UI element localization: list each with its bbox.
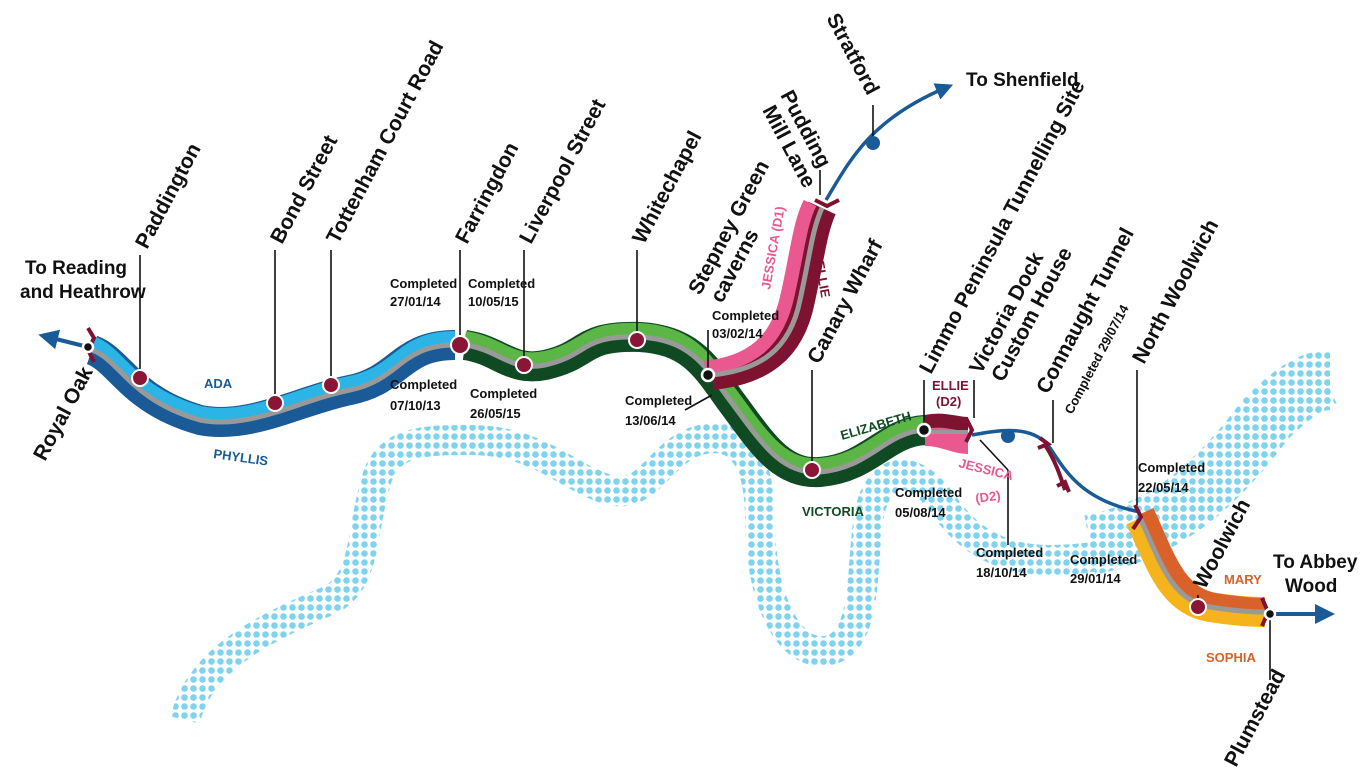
station-marker — [1001, 429, 1015, 443]
tbm-jessica-d2-1: JESSICA — [957, 455, 1015, 483]
river-thames-east — [1083, 350, 1333, 575]
tbm-ada: ADA — [204, 376, 233, 391]
completed-date: 27/01/14 — [390, 294, 441, 309]
completed-label: Completed — [895, 485, 962, 500]
completed-date: 13/06/14 — [625, 413, 676, 428]
completed-label: Completed — [468, 276, 535, 291]
tbm-jessica-d1: JESSICA (D1) — [758, 205, 787, 290]
station-plumstead: Plumstead — [1220, 666, 1290, 771]
completed-date: 26/05/15 — [470, 406, 521, 421]
destination-shenfield: To Shenfield — [966, 70, 1079, 91]
destination-abbey-wood-2: Wood — [1285, 576, 1337, 597]
completed-label: Completed — [712, 308, 779, 323]
completed-label: Completed — [976, 545, 1043, 560]
completed-label: Completed — [390, 276, 457, 291]
completed-label: Completed — [390, 377, 457, 392]
station-farringdon: Farringdon — [451, 139, 523, 248]
completed-label: Completed — [1070, 552, 1137, 567]
connaught-tunnel — [1043, 443, 1067, 491]
station-liverpool-street: Liverpool Street — [515, 95, 610, 247]
tbm-ellie-d2-1: ELLIE — [932, 378, 969, 393]
station-royal-oak: Royal Oak — [29, 363, 98, 465]
station-stratford: Stratford — [822, 10, 884, 99]
tunnel-d2 — [923, 413, 969, 454]
station-north-woolwich: North Woolwich — [1128, 216, 1223, 368]
completed-date: 05/08/14 — [895, 505, 946, 520]
tbm-mary: MARY — [1224, 572, 1262, 587]
completed-date: 10/05/15 — [468, 294, 519, 309]
tbm-ellie: ELLIE — [812, 260, 833, 299]
destination-reading-2: and Heathrow — [20, 282, 146, 303]
tunnel-central — [462, 321, 927, 488]
completed-label: Completed — [1138, 460, 1205, 475]
arrow-to-shenfield — [824, 83, 954, 201]
tunnel-pudding-mill — [704, 199, 836, 390]
completed-label: Completed — [470, 386, 537, 401]
destination-reading-1: To Reading — [25, 258, 127, 279]
completed-date: 07/10/13 — [390, 398, 441, 413]
tbm-ellie-d2-2: (D2) — [936, 394, 961, 409]
completion-labels: Completed 27/01/14 Completed 10/05/15 Co… — [390, 276, 1205, 586]
completed-date: 03/02/14 — [712, 326, 763, 341]
station-whitechapel: Whitechapel — [628, 127, 706, 247]
river-thames — [170, 376, 1337, 725]
completed-date: 18/10/14 — [976, 565, 1027, 580]
destination-abbey-wood-1: To Abbey — [1273, 552, 1358, 573]
tbm-sophia: SOPHIA — [1206, 650, 1256, 665]
arrow-to-reading — [38, 329, 89, 350]
tbm-jessica-d2-2: (D2) — [974, 488, 1001, 506]
tbm-victoria: VICTORIA — [802, 504, 864, 519]
station-markers — [81, 136, 1277, 621]
completed-label: Completed — [625, 393, 692, 408]
completed-date: 22/05/14 — [1138, 480, 1189, 495]
completed-date: 29/01/14 — [1070, 571, 1121, 586]
leader-lines — [139, 105, 1271, 680]
station-paddington: Paddington — [131, 140, 206, 253]
tbm-phyllis: PHYLLIS — [213, 446, 270, 469]
